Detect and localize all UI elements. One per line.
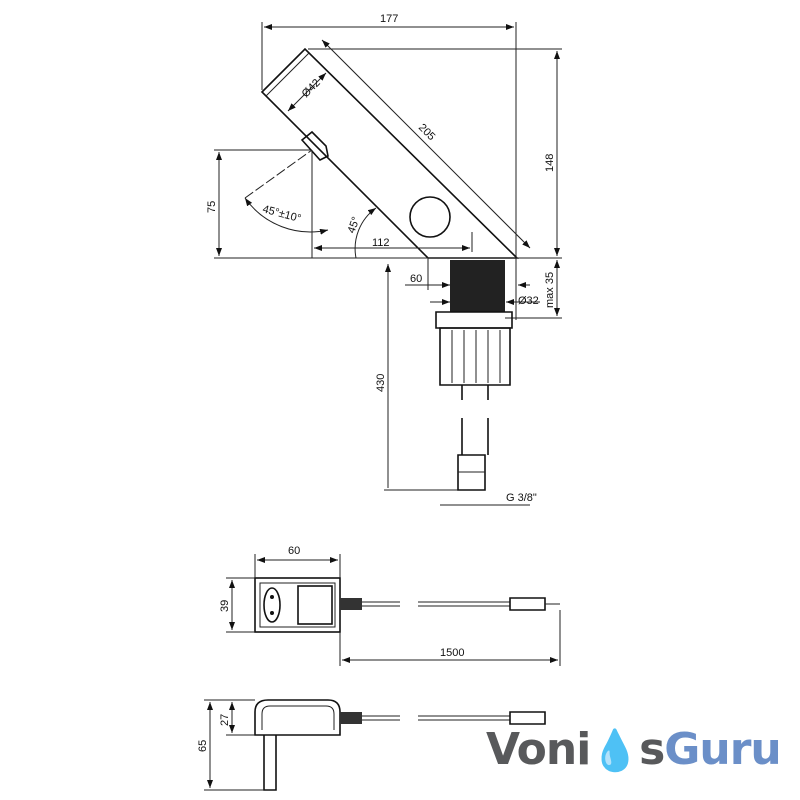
- dim-148: 148: [544, 154, 556, 172]
- dim-42: Ø42: [300, 77, 323, 100]
- dim-32: Ø32: [518, 295, 539, 307]
- faucet-body: [260, 47, 519, 259]
- power-supply-side: [254, 699, 546, 791]
- water-drop-icon: 💧: [590, 728, 640, 774]
- dim-1500: 1500: [440, 647, 464, 659]
- dim-psu-27: 27: [219, 714, 231, 726]
- dim-psu-65: 65: [197, 740, 209, 752]
- dim-angle-sensor: 45°±10°: [261, 203, 302, 225]
- power-supply-top: [254, 577, 560, 633]
- dim-75: 75: [206, 201, 218, 213]
- mounting-shank: [435, 260, 513, 491]
- dim-205: 205: [416, 122, 437, 143]
- dim-177: 177: [380, 13, 398, 25]
- voniosguru-logo: Voni💧sGuru: [486, 724, 782, 775]
- dim-psu-39: 39: [219, 600, 231, 612]
- dim-112: 112: [372, 237, 390, 249]
- dim-psu-60: 60: [288, 545, 300, 557]
- sensor-circle: [409, 196, 451, 238]
- dim-thread: G 3/8": [506, 492, 537, 504]
- dim-max-35: max 35: [544, 272, 556, 308]
- dim-60: 60: [410, 273, 422, 285]
- dim-430: 430: [375, 374, 387, 392]
- dim-angle-45: 45°: [346, 215, 363, 235]
